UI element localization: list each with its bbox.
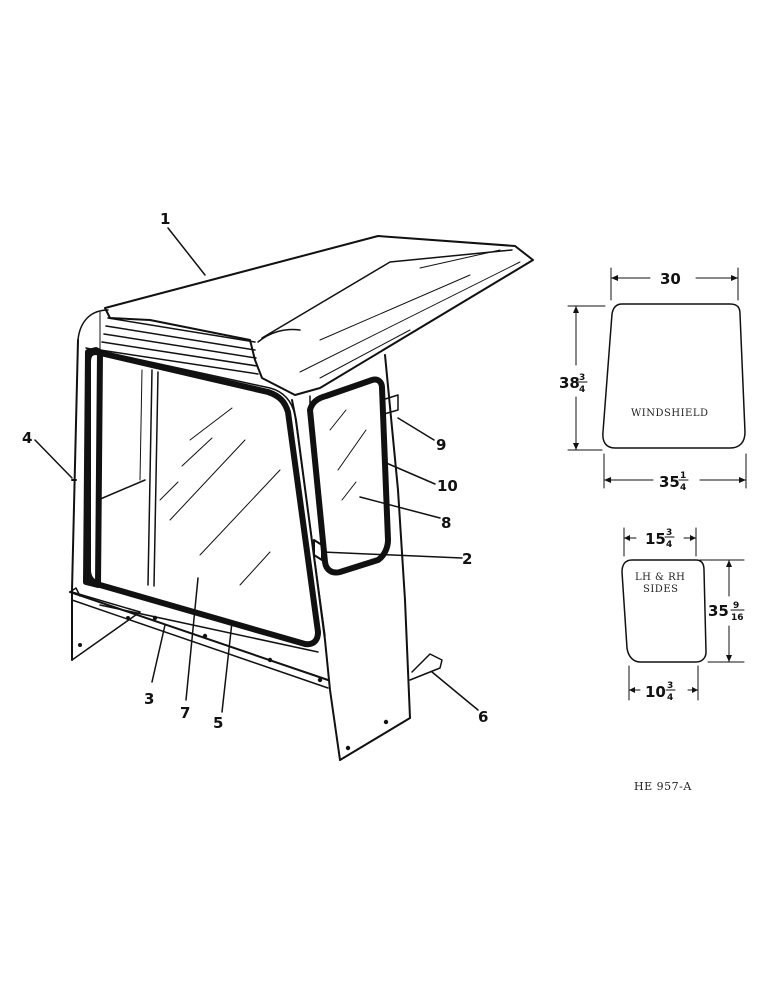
side-glass-bottom-frac-num: 3 xyxy=(667,681,673,691)
side-glass-bottom-dimension: 10 3 4 xyxy=(628,665,699,703)
windshield-top-value: 30 xyxy=(660,270,681,288)
callout-2: 2 xyxy=(462,550,472,568)
side-glass-bottom-whole: 10 xyxy=(645,683,666,701)
side-glass-top-frac-den: 4 xyxy=(666,540,672,550)
windshield-outline xyxy=(602,303,746,449)
side-glass-top-frac-num: 3 xyxy=(666,528,672,538)
side-glass-label-line1: LH & RH xyxy=(635,572,685,583)
side-glass-height-dimension: 35 9 16 xyxy=(699,559,745,663)
callout-8: 8 xyxy=(441,514,451,532)
side-glass-label-line2: SIDES xyxy=(643,584,678,595)
front-sill xyxy=(69,587,329,689)
callout-7: 7 xyxy=(180,704,190,722)
side-glass-height-frac-num: 9 xyxy=(733,601,739,611)
side-glass-outline xyxy=(621,559,707,663)
windshield-bottom-frac-den: 4 xyxy=(680,483,686,493)
callout-1: 1 xyxy=(160,210,170,228)
windshield-height-frac-den: 4 xyxy=(579,385,585,395)
windshield-bottom-dimension: 35 1 4 xyxy=(603,453,747,493)
left-side-wall xyxy=(71,339,159,661)
side-glass-top-whole: 15 xyxy=(645,530,666,548)
cab-assembly xyxy=(69,235,534,761)
callout-5: 5 xyxy=(213,714,223,732)
reference-code: HE 957-A xyxy=(634,780,692,793)
side-glass-detail: LH & RH SIDES 15 3 4 35 9 16 xyxy=(621,527,745,703)
windshield-glass-detail: WINDSHIELD 30 38 3 4 xyxy=(559,267,747,493)
windshield-bottom-whole: 35 xyxy=(659,473,680,491)
callout-10: 10 xyxy=(437,477,458,495)
windshield-height-whole: 38 xyxy=(559,374,580,392)
side-glass-top-dimension: 15 3 4 xyxy=(623,527,697,557)
side-glass-bottom-frac-den: 4 xyxy=(667,693,673,703)
roof-louver xyxy=(99,311,259,375)
callout-leaders xyxy=(34,227,479,713)
side-door-glass xyxy=(307,376,399,576)
windshield-label: WINDSHIELD xyxy=(631,408,708,419)
right-front-panel xyxy=(291,354,443,761)
windshield-height-dimension: 38 3 4 xyxy=(559,305,606,451)
windshield-top-dimension: 30 xyxy=(610,267,739,301)
roof-canopy xyxy=(77,235,534,396)
callout-9: 9 xyxy=(436,436,446,454)
callout-3: 3 xyxy=(144,690,154,708)
side-glass-height-frac-den: 16 xyxy=(731,613,744,623)
windshield-height-frac-num: 3 xyxy=(579,373,585,383)
windshield-bottom-frac-num: 1 xyxy=(680,471,686,481)
callout-6: 6 xyxy=(478,708,488,726)
callout-labels: 1 2 3 4 5 6 7 8 9 10 xyxy=(22,210,488,732)
callout-4: 4 xyxy=(22,429,32,447)
side-glass-height-whole: 35 xyxy=(708,602,729,620)
